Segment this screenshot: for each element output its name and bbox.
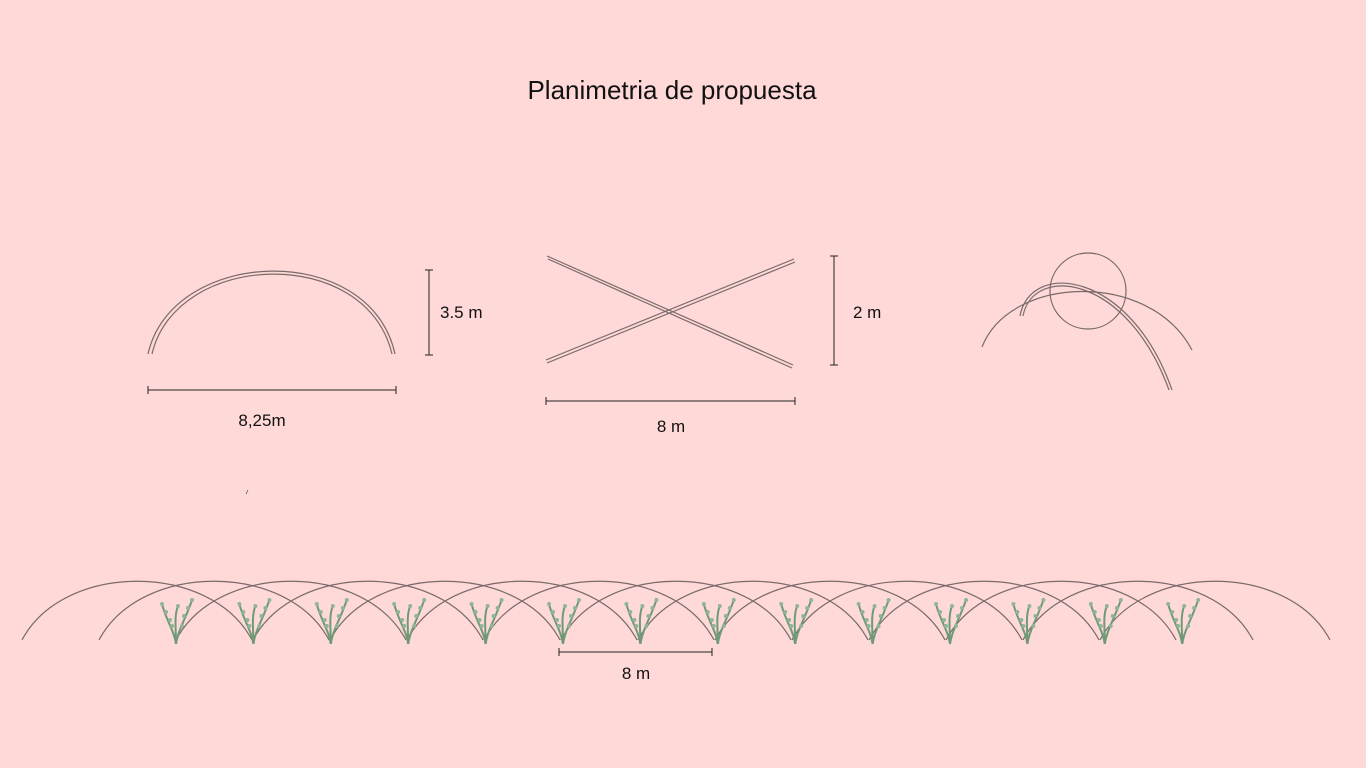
cross-height-label: 2 m	[853, 303, 881, 322]
row-arch	[1022, 580, 1254, 641]
row-plant	[469, 598, 504, 645]
arch-row-elevation: 8 m	[21, 580, 1331, 683]
row-plant	[314, 598, 349, 645]
row-plant	[1166, 598, 1201, 645]
row-arch	[714, 580, 946, 641]
row-plant	[392, 598, 427, 645]
row-arch	[483, 580, 715, 641]
row-plant	[856, 598, 891, 645]
stray-mark	[245, 489, 249, 495]
row-arch	[1099, 580, 1331, 641]
rotation-arc-b-edge	[1022, 285, 1170, 391]
row-plant	[547, 598, 581, 645]
cross-beam-a	[546, 255, 794, 366]
row-arch	[560, 580, 792, 641]
row-arches	[21, 580, 1331, 641]
row-arch	[637, 580, 869, 641]
rotation-arc-b	[1019, 282, 1173, 391]
arch-inner-line	[151, 273, 393, 355]
rotation-diagram	[981, 252, 1193, 391]
cross-beam-b-edge	[546, 261, 796, 364]
row-plants	[160, 598, 1201, 645]
row-plant	[160, 598, 194, 645]
cross-beam-b	[545, 258, 795, 361]
row-arch	[329, 580, 561, 641]
row-plant	[934, 598, 968, 645]
row-arch	[175, 580, 407, 641]
row-plant	[624, 598, 659, 645]
arch-height-label: 3.5 m	[440, 303, 483, 322]
page-title: Planimetria de propuesta	[527, 75, 817, 105]
row-plant	[779, 598, 814, 645]
row-arch	[252, 580, 484, 641]
row-arch	[21, 580, 253, 641]
rotation-arc-a	[981, 290, 1193, 351]
row-arch	[868, 580, 1100, 641]
row-arch	[406, 580, 638, 641]
rotation-circle	[1049, 252, 1127, 330]
arch-width-label: 8,25m	[238, 411, 285, 430]
row-arch	[791, 580, 1023, 641]
row-plant	[701, 598, 736, 645]
cross-width-label: 8 m	[657, 417, 685, 436]
arch-outer-line	[147, 270, 396, 355]
row-spacing-label: 8 m	[622, 664, 650, 683]
row-plant	[237, 598, 272, 645]
row-arch	[98, 580, 330, 641]
row-plant	[1088, 598, 1123, 645]
cross-diagram: 2 m 8 m	[545, 255, 881, 436]
row-plant	[1011, 598, 1046, 645]
arch-diagram: 3.5 m 8,25m	[147, 269, 483, 495]
row-arch	[945, 580, 1177, 641]
